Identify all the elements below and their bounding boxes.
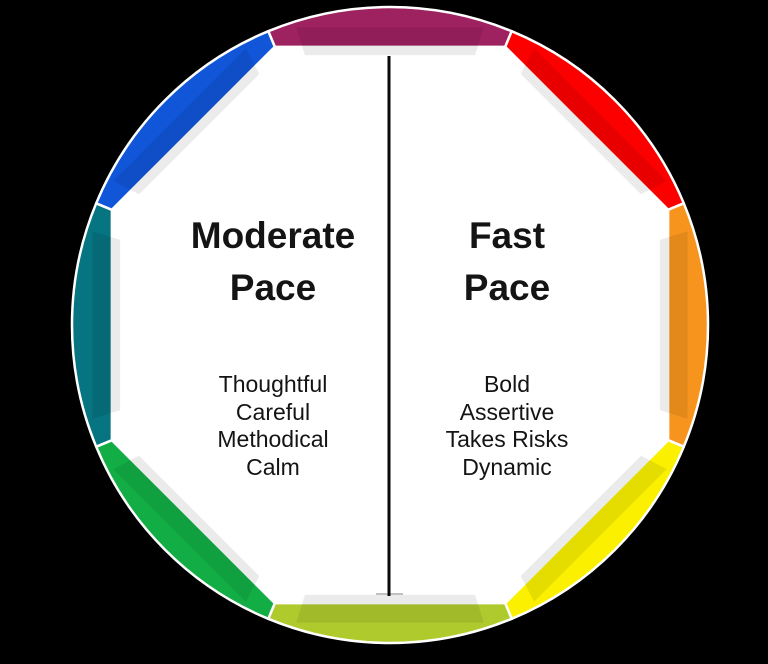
trait-item: Careful xyxy=(235,398,311,425)
segment-green-bottom-left xyxy=(94,438,277,621)
title-line: Fast xyxy=(468,215,546,256)
title-line: Pace xyxy=(463,267,551,308)
segment-shade-yellow-green-bottom xyxy=(296,594,484,623)
segment-teal-left xyxy=(70,202,114,448)
title-line: Pace xyxy=(229,267,317,308)
segment-orange-right xyxy=(666,202,710,448)
moderate-pace-traits: Thoughtful Careful Methodical Calm xyxy=(110,371,436,481)
trait-item: Bold xyxy=(483,371,531,397)
segment-yellow-green-bottom xyxy=(267,601,513,645)
segment-red-top-right xyxy=(503,29,686,212)
segment-shade-red-top-right xyxy=(520,48,667,195)
segment-magenta-top xyxy=(267,5,513,49)
fast-pace-title: Fast Pace xyxy=(344,210,670,314)
segment-shade-blue-top-left xyxy=(113,48,260,195)
trait-item: Takes Risks xyxy=(445,426,569,452)
segment-blue-top-left xyxy=(94,29,277,212)
segment-shade-orange-right xyxy=(659,231,688,419)
trait-item: Calm xyxy=(246,453,300,480)
segment-shade-green-bottom-left xyxy=(113,455,260,602)
fast-pace-traits: Bold Assertive Takes Risks Dynamic xyxy=(344,371,670,481)
segment-shade-yellow-bottom-right xyxy=(520,455,667,602)
trait-item: Dynamic xyxy=(462,453,552,480)
trait-item: Thoughtful xyxy=(218,371,328,397)
trait-item: Assertive xyxy=(459,398,555,425)
segment-shade-teal-left xyxy=(92,231,121,419)
title-line: Moderate xyxy=(190,215,356,256)
segment-shade-magenta-top xyxy=(296,27,484,56)
moderate-pace-title: Moderate Pace xyxy=(110,210,436,314)
segment-yellow-bottom-right xyxy=(503,438,686,621)
trait-item: Methodical xyxy=(217,426,329,452)
